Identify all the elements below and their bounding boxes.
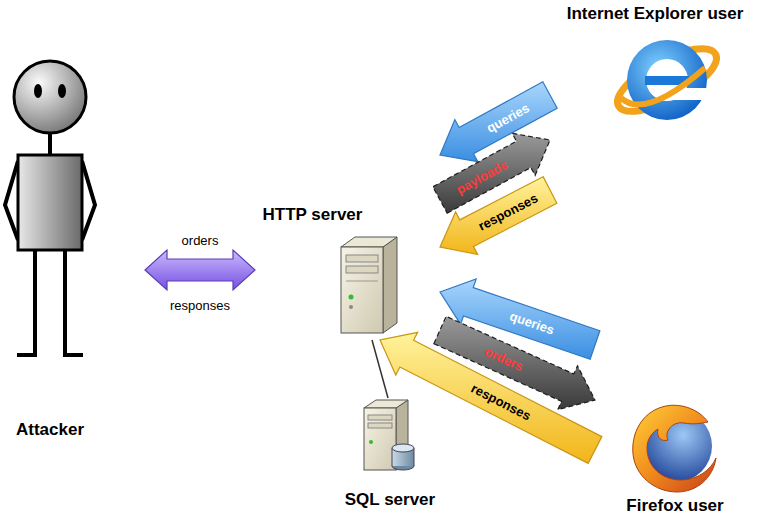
- node-label: Firefox user: [591, 496, 759, 516]
- node-label: SQL server: [331, 490, 449, 510]
- icon-node: HTTP server: [255, 120, 440, 340]
- icon-node: Internet Explorer user: [550, 4, 764, 194]
- arrow-label: queries: [484, 100, 532, 135]
- icon-node: SQL server: [335, 398, 449, 518]
- icon-node: Attacker: [5, 55, 145, 450]
- attacker-figure: [5, 61, 95, 355]
- internet-explorer-logo: [609, 37, 725, 124]
- database-server-icon: [364, 400, 414, 470]
- connection-line: [372, 340, 388, 398]
- arrow-label: responses: [468, 380, 533, 423]
- flow-arrow: [145, 250, 255, 290]
- arrow-label: responses: [476, 190, 541, 233]
- arrow-annotation: responses: [170, 298, 230, 313]
- server-icon: [341, 237, 397, 333]
- node-label: Attacker: [1, 420, 99, 440]
- firefox-logo: [633, 405, 716, 492]
- arrow-label: queries: [507, 309, 556, 338]
- icon-node: Firefox user: [595, 330, 759, 518]
- node-label: Internet Explorer user: [546, 4, 764, 24]
- flow-arrow: [380, 332, 602, 463]
- arrow-label: orders: [182, 233, 219, 248]
- node-label: HTTP server: [251, 205, 374, 225]
- arrow-label: orders: [482, 344, 525, 374]
- arrow-label: payloads: [453, 157, 510, 197]
